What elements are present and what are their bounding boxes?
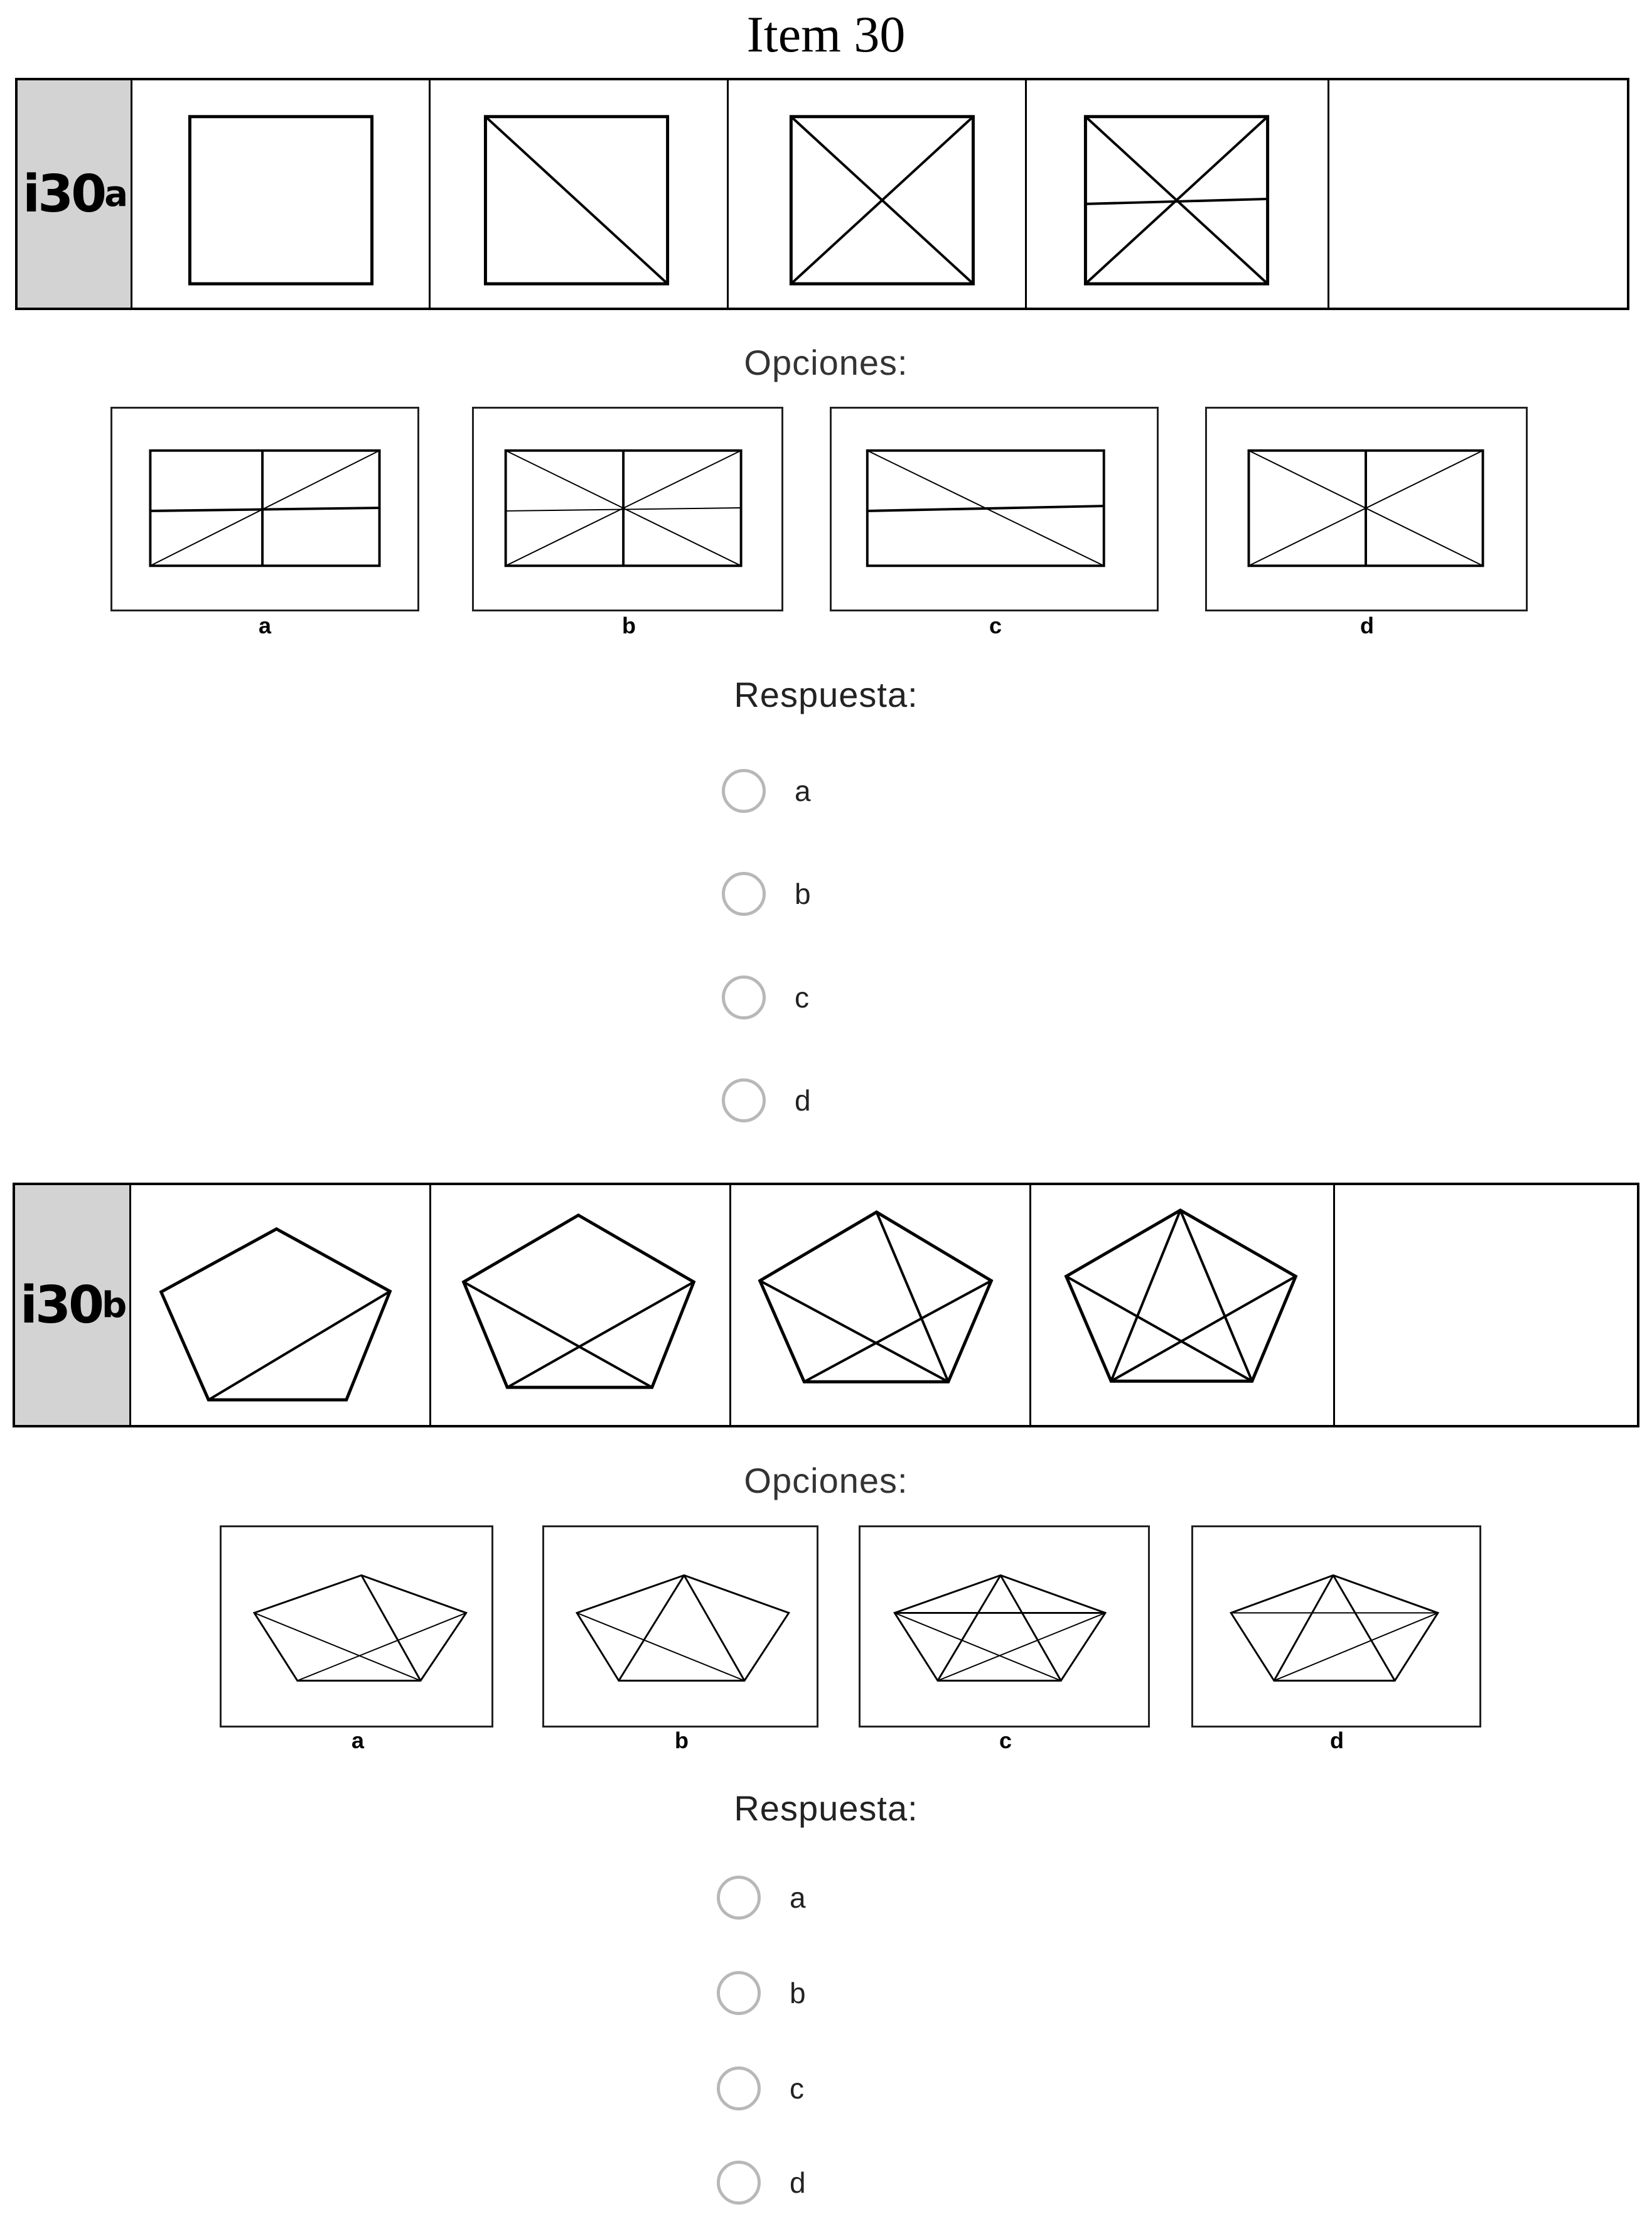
pentagon-four-diagonals-figure	[1064, 1208, 1298, 1383]
option-label-d: d	[1360, 613, 1374, 638]
radio-label: b	[795, 878, 811, 910]
square-diagonals-horizontal-figure	[1083, 115, 1270, 286]
radio-button[interactable]	[722, 872, 766, 916]
option-label-b: b	[622, 613, 636, 638]
answer-option-30b-c[interactable]: c	[717, 2066, 804, 2110]
sequence-cell-blank	[1329, 80, 1627, 308]
answer-heading-30a: Respuesta:	[734, 675, 918, 714]
sequence-cell-1	[131, 1185, 431, 1425]
radio-button[interactable]	[717, 2066, 761, 2110]
radio-button[interactable]	[722, 975, 766, 1019]
page-title: Item 30	[746, 6, 906, 63]
option-figure	[1247, 449, 1484, 567]
option-30a-c	[830, 407, 1159, 611]
pentagon-two-diagonals-figure	[461, 1213, 696, 1389]
pentagon-three-diagonals-figure	[758, 1210, 994, 1384]
sequence-cell-4	[1031, 1185, 1335, 1425]
radio-button[interactable]	[717, 2161, 761, 2205]
radio-label: c	[790, 2072, 804, 2105]
option-figure	[149, 449, 381, 567]
option-figure	[575, 1574, 790, 1682]
radio-label: c	[795, 981, 809, 1014]
option-label-c: c	[999, 1728, 1012, 1753]
square-empty-figure	[188, 115, 374, 286]
radio-button[interactable]	[717, 1876, 761, 1920]
option-figure	[893, 1574, 1107, 1682]
radio-button[interactable]	[722, 1078, 766, 1122]
radio-button[interactable]	[722, 769, 766, 813]
option-label-d: d	[1330, 1728, 1344, 1753]
radio-label: b	[790, 1977, 806, 2009]
answer-option-30b-b[interactable]: b	[717, 1971, 806, 2015]
sequence-cell-3	[731, 1185, 1031, 1425]
radio-label: a	[795, 775, 811, 807]
option-label-a: a	[258, 613, 272, 638]
option-figure	[252, 1574, 468, 1682]
option-30b-d	[1191, 1525, 1481, 1728]
option-30a-a	[110, 407, 419, 611]
sequence-cell-blank	[1335, 1185, 1637, 1425]
answer-option-30a-a[interactable]: a	[722, 769, 811, 813]
answer-heading-30b: Respuesta:	[734, 1788, 918, 1828]
answer-option-30b-d[interactable]: d	[717, 2161, 806, 2205]
pentagon-one-diagonal-figure	[159, 1227, 392, 1402]
sequence-cell-4	[1027, 80, 1329, 308]
sequence-cell-2	[431, 1185, 731, 1425]
sequence-cell-3	[729, 80, 1027, 308]
option-30a-d	[1205, 407, 1528, 611]
option-figure	[1229, 1574, 1440, 1682]
option-figure	[866, 449, 1105, 567]
radio-label: a	[790, 1881, 806, 1914]
radio-button[interactable]	[717, 1971, 761, 2015]
radio-label: d	[790, 2166, 806, 2199]
option-30a-b	[472, 407, 783, 611]
option-figure	[504, 449, 743, 567]
radio-label: d	[795, 1084, 811, 1117]
option-label-a: a	[351, 1728, 365, 1753]
option-30b-a	[220, 1525, 493, 1728]
sequence-cell-2	[431, 80, 729, 308]
option-label-b: b	[675, 1728, 689, 1753]
answer-option-30a-c[interactable]: c	[722, 975, 809, 1019]
options-heading-30b: Opciones:	[744, 1461, 908, 1500]
answer-option-30b-a[interactable]: a	[717, 1876, 806, 1920]
sequence-cell-1	[132, 80, 431, 308]
options-heading-30a: Opciones:	[744, 343, 908, 382]
square-two-diagonals-figure	[789, 115, 975, 286]
option-30b-b	[542, 1525, 818, 1728]
answer-option-30a-d[interactable]: d	[722, 1078, 811, 1122]
option-label-c: c	[989, 613, 1002, 638]
square-one-diagonal-figure	[483, 115, 670, 286]
option-30b-c	[859, 1525, 1150, 1728]
answer-option-30a-b[interactable]: b	[722, 872, 811, 916]
